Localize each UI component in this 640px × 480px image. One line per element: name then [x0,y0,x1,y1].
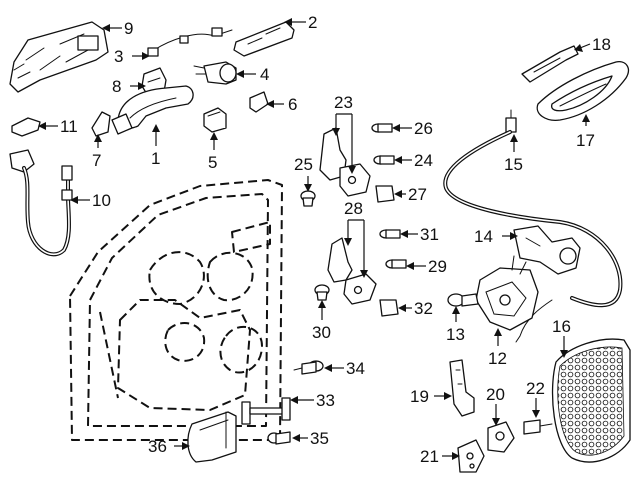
part-22-screw [523,419,553,435]
callout-10: 10 [92,191,111,210]
part-19-check-strap [449,359,475,417]
part-30-bolt [314,284,330,301]
part-2-bezel [233,21,295,57]
callout-14: 14 [474,227,493,246]
callout-32: 32 [414,299,433,318]
callout-26: 26 [414,119,433,138]
callout-8: 8 [112,77,121,96]
part-3-cable [147,27,233,57]
part-34-bolt [293,360,324,375]
part-23-upper-hinge [319,127,371,197]
callout-25: 25 [294,155,313,174]
part-16-speaker-grille [551,338,631,463]
callout-19: 19 [410,387,429,406]
part-33-check-arm [241,397,291,425]
part-17-interior-handle [536,61,630,121]
callout-27: 27 [408,185,427,204]
callout-21: 21 [420,447,439,466]
callout-11: 11 [60,117,78,136]
part-24-bolt [373,155,395,165]
callout-5: 5 [208,153,217,172]
part-20-striker-plate [487,421,515,453]
door-shell [69,179,283,441]
callout-7: 7 [92,151,101,170]
callout-12: 12 [488,349,507,368]
part-36-pull-cup [187,411,237,463]
part-27-pad [375,185,395,203]
callout-9: 9 [124,19,133,38]
part-29-bolt [385,259,407,269]
part-12-latch [475,255,539,331]
callout-28: 28 [344,199,363,218]
callout-30: 30 [312,323,331,342]
callout-2: 2 [308,13,317,32]
part-35-bolt [267,431,291,445]
part-7-clip [91,111,111,137]
callout-6: 6 [288,95,297,114]
part-13-bolt [447,293,479,307]
part-5-block [203,107,227,133]
callout-18: 18 [592,35,611,54]
part-15-cable-end [505,109,517,133]
callout-24: 24 [414,151,433,170]
part-1-exterior-handle [111,85,194,135]
callout-13: 13 [446,325,465,344]
callout-1: 1 [151,149,160,168]
callout-20: 20 [486,385,505,404]
callout-31: 31 [420,225,439,244]
part-14-lock-bracket [513,225,581,275]
callout-35: 35 [310,429,329,448]
part-21-backing-plate [457,439,485,473]
part-4-lock-cylinder [193,61,237,85]
callout-29: 29 [428,257,447,276]
part-11-small-bracket [11,117,41,137]
part-10-release-cable [9,149,73,257]
part-28-lower-hinge [327,237,377,305]
callout-22: 22 [526,379,545,398]
callout-17: 17 [576,131,595,150]
part-25-bolt [300,190,316,207]
callout-labels: 9 2 3 8 4 6 11 7 1 5 10 23 26 24 25 27 2… [60,13,611,466]
callout-3: 3 [114,47,123,66]
part-6-clip [249,91,269,113]
part-9-handle-bracket [9,21,109,93]
callout-33: 33 [316,391,335,410]
callout-36: 36 [148,437,167,456]
part-31-bolt [379,229,401,239]
callout-4: 4 [260,65,269,84]
part-32-pad [379,299,399,317]
callout-16: 16 [552,317,571,336]
callout-15: 15 [504,155,523,174]
part-26-bolt [371,123,393,133]
leaders [38,18,591,460]
callout-34: 34 [346,359,365,378]
part-18-release-lever [521,45,579,83]
callout-23: 23 [334,93,353,112]
